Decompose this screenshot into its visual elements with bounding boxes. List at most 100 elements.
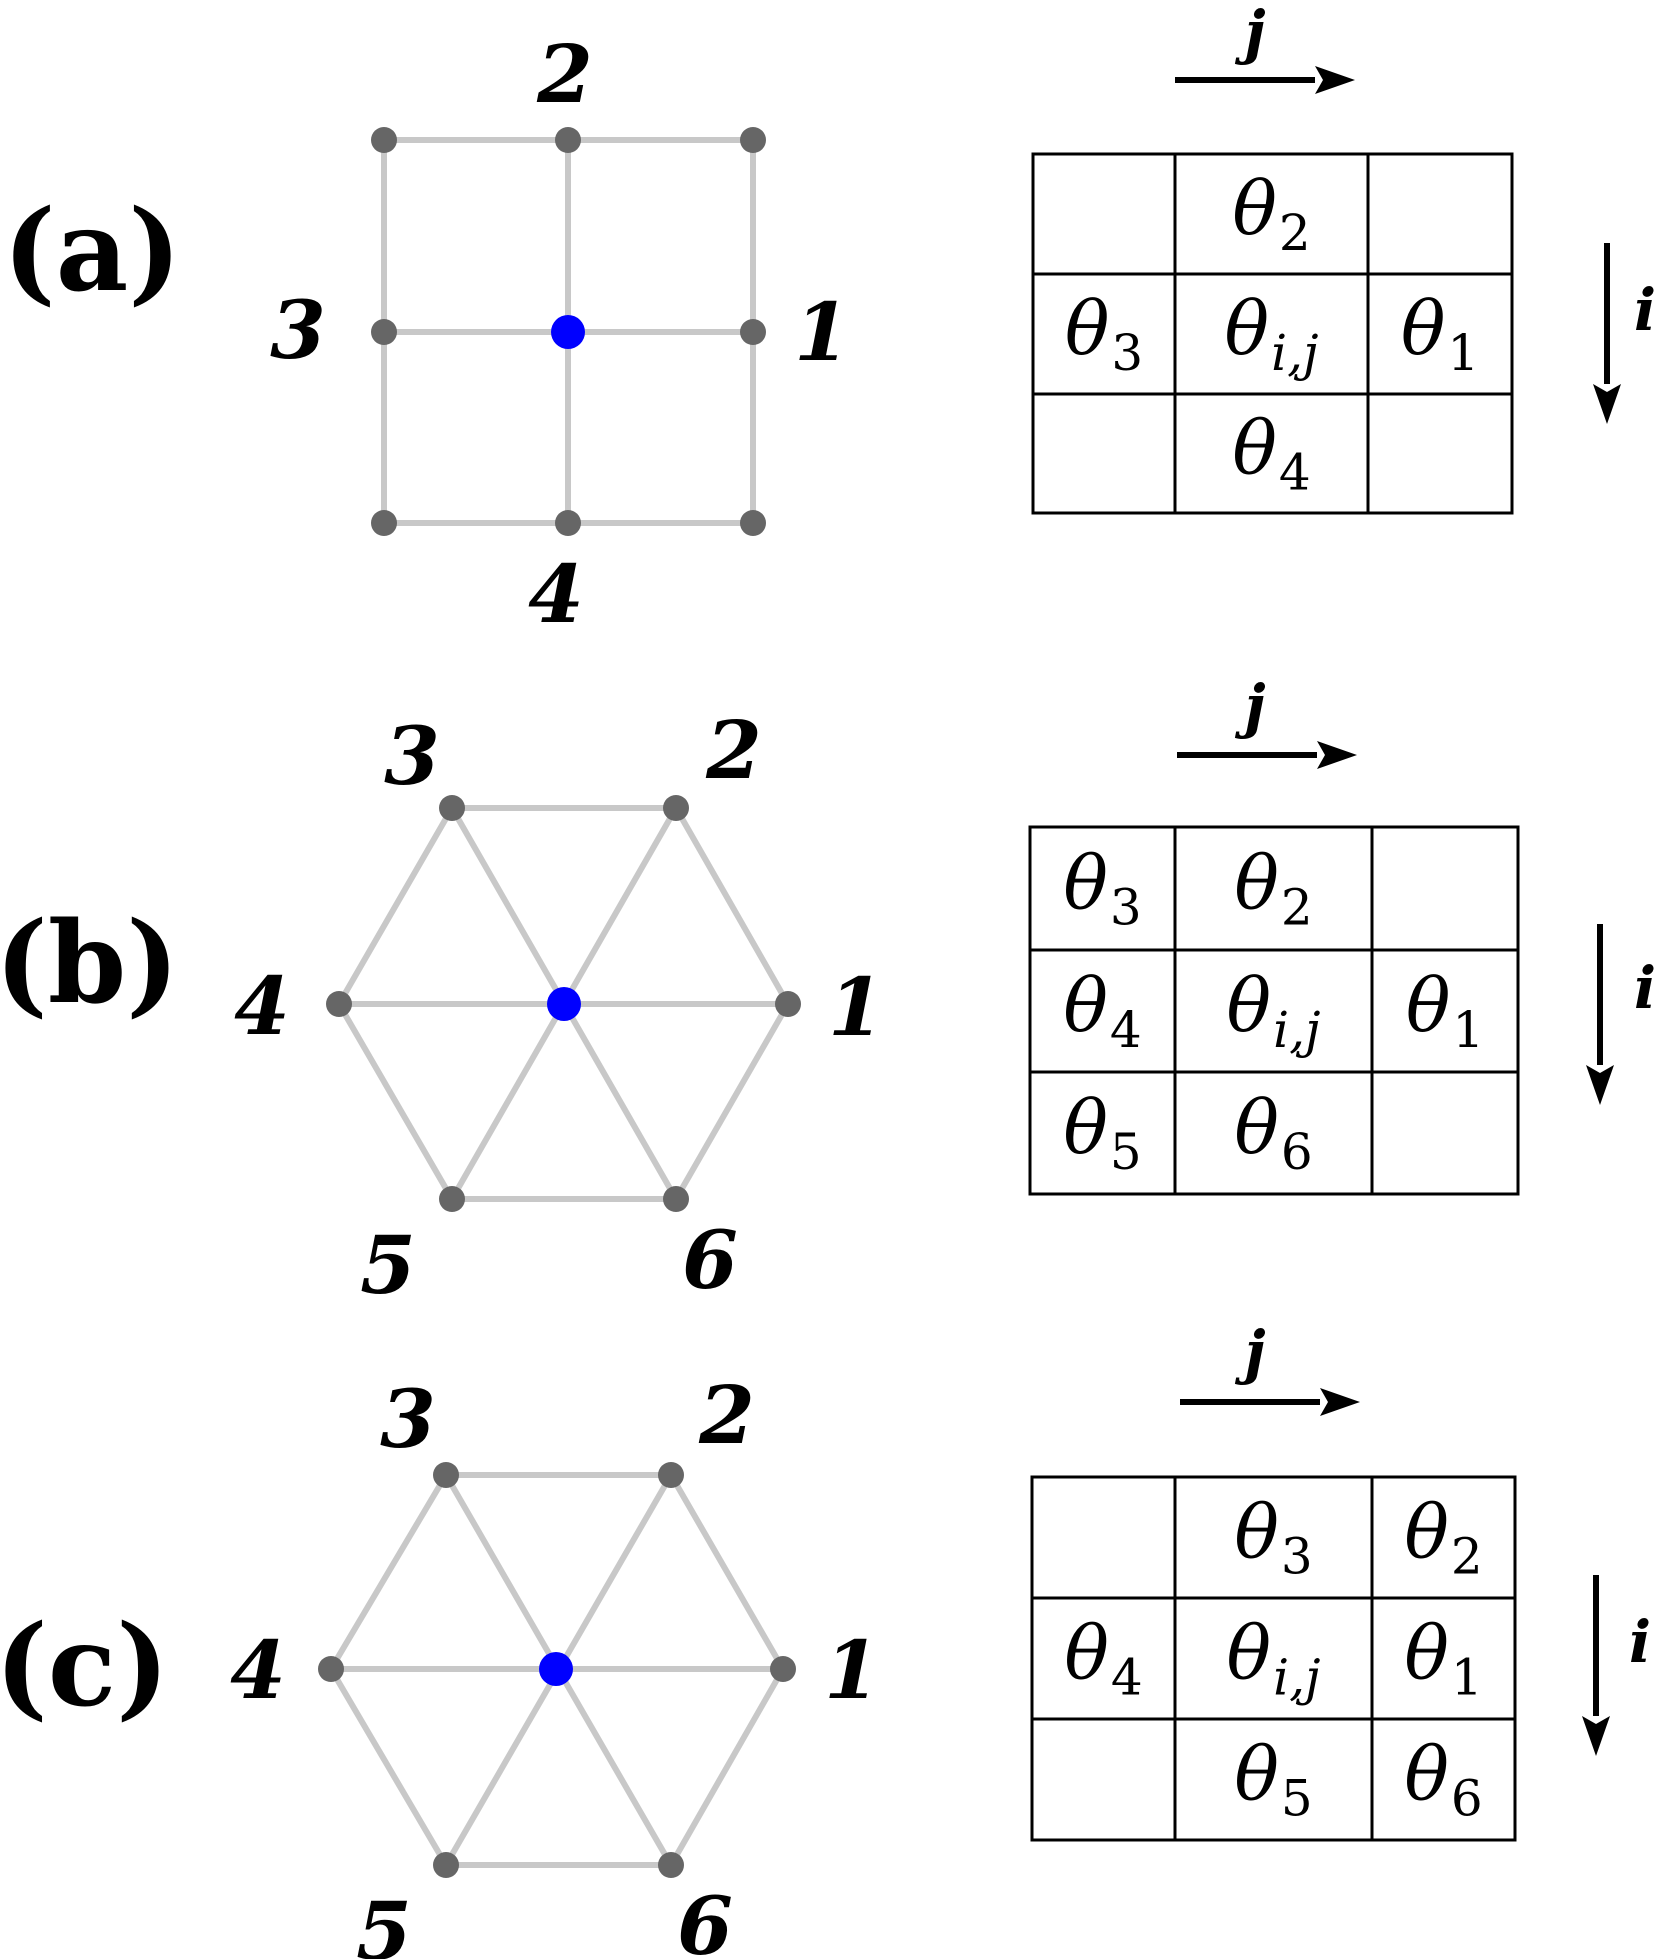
j-label: j: [1235, 672, 1266, 740]
theta-label: θ2: [1404, 1490, 1482, 1586]
neighbor-label-2: 2: [536, 27, 593, 121]
lattice-node: [740, 510, 766, 536]
theta-label: θ5: [1063, 1085, 1141, 1181]
stencil-grid: θ2 θ3 θi,j θ1 θ4: [1031, 152, 1514, 515]
lattice: 1 2 3 4 5 6: [234, 703, 884, 1312]
neighbor-label-3: 3: [384, 709, 440, 803]
neighbor-label-2: 2: [705, 703, 762, 797]
i-label: i: [1634, 276, 1656, 344]
lattice-edge: [336, 1002, 455, 1201]
stencil-grid: θ3 θ2 θ4 θi,j θ1 θ5 θ6: [1028, 825, 1520, 1196]
center-node: [551, 315, 585, 349]
theta-label: θ5: [1234, 1732, 1312, 1828]
lattice: 1 2 3 4: [270, 27, 850, 641]
lattice-edge: [668, 1667, 786, 1867]
panel-a: (a) 1 2 3 4 j i θ2 θ3 θi,j θ1 θ4: [3, 0, 1656, 641]
lattice-node: [663, 795, 689, 821]
lattice-node: [770, 1656, 796, 1682]
lattice-node: [740, 319, 766, 345]
arrow-head: [1586, 1065, 1614, 1105]
lattice-node: [663, 1186, 689, 1212]
lattice-node: [371, 510, 397, 536]
theta-label: θ2: [1234, 841, 1312, 937]
theta-label: θ3: [1063, 841, 1141, 937]
lattice-node: [433, 1462, 459, 1488]
lattice-node: [658, 1852, 684, 1878]
panel-b: (b) 1 2 3 4 5 6 j i θ3 θ2 θ4 θi,j θ1 θ5 θ6: [0, 672, 1656, 1312]
center-node: [539, 1652, 573, 1686]
theta-label: θ1: [1404, 1611, 1482, 1707]
j-arrow: [1175, 66, 1355, 94]
lattice-edge: [673, 1002, 791, 1201]
panel-label: (c): [0, 1601, 169, 1732]
grid-border: [1031, 152, 1514, 515]
theta-label: θi,j: [1225, 286, 1319, 382]
lattice-edge: [328, 1473, 449, 1671]
grid-border: [1030, 1475, 1517, 1842]
neighbor-label-1: 1: [794, 285, 850, 379]
neighbor-label-6: 6: [682, 1213, 738, 1307]
i-label: i: [1629, 1608, 1651, 1676]
stencil-grid: θ3 θ2 θ4 θi,j θ1 θ5 θ6: [1030, 1475, 1517, 1842]
i-label: i: [1634, 954, 1656, 1022]
neighbor-label-4: 4: [234, 959, 290, 1053]
j-arrow: [1177, 741, 1357, 769]
arrow-head: [1593, 384, 1621, 424]
neighbor-label-2: 2: [698, 1368, 755, 1462]
neighbor-label-1: 1: [828, 960, 884, 1054]
theta-label: θ3: [1234, 1490, 1312, 1586]
lattice-node: [555, 510, 581, 536]
lattice-edge: [673, 806, 791, 1006]
grid-border: [1028, 825, 1520, 1196]
neighbor-label-3: 3: [380, 1372, 436, 1466]
theta-label: θ1: [1401, 286, 1479, 382]
lattice-node: [555, 127, 581, 153]
i-arrow: [1593, 243, 1621, 424]
j-arrow: [1180, 1388, 1360, 1416]
theta-label: θ4: [1232, 406, 1310, 502]
theta-label: θ6: [1404, 1732, 1482, 1828]
center-node: [547, 987, 581, 1021]
lattice-node: [439, 795, 465, 821]
lattice-edge: [336, 806, 455, 1006]
neighbor-label-5: 5: [356, 1884, 412, 1959]
lattice: 1 2 3 4 5 6: [230, 1368, 880, 1959]
lattice-node: [775, 991, 801, 1017]
panel-label: (a): [3, 186, 182, 317]
lattice-node: [371, 127, 397, 153]
lattice-node: [658, 1462, 684, 1488]
lattice-node: [740, 127, 766, 153]
lattice-edge: [328, 1667, 449, 1867]
arrow-head: [1582, 1716, 1610, 1756]
theta-label: θ1: [1406, 963, 1484, 1059]
theta-label: θ4: [1064, 1611, 1142, 1707]
theta-label: θi,j: [1227, 1611, 1321, 1707]
arrow-head: [1317, 741, 1357, 769]
lattice-node: [371, 319, 397, 345]
neighbor-label-6: 6: [677, 1879, 733, 1959]
panel-label: (b): [0, 898, 179, 1029]
j-label: j: [1235, 1318, 1266, 1386]
theta-label: θ6: [1234, 1085, 1312, 1181]
lattice-node: [433, 1852, 459, 1878]
i-arrow: [1582, 1575, 1610, 1756]
panel-c: (c) 1 2 3 4 5 6 j i θ3 θ2 θ4 θi,j θ1 θ5 θ6: [0, 1318, 1651, 1959]
neighbor-label-4: 4: [528, 547, 584, 641]
theta-label: θ4: [1063, 963, 1141, 1059]
lattice-edge: [668, 1473, 786, 1671]
neighbor-label-1: 1: [824, 1623, 880, 1717]
i-arrow: [1586, 924, 1614, 1105]
neighbor-label-5: 5: [360, 1218, 416, 1312]
theta-label: θi,j: [1227, 963, 1321, 1059]
neighbor-label-3: 3: [270, 283, 326, 377]
theta-label: θ3: [1065, 286, 1143, 382]
j-label: j: [1235, 0, 1266, 66]
arrow-head: [1315, 66, 1355, 94]
lattice-node: [318, 1656, 344, 1682]
lattice-node: [326, 991, 352, 1017]
arrow-head: [1320, 1388, 1360, 1416]
neighbor-label-4: 4: [230, 1623, 286, 1717]
lattice-node: [439, 1186, 465, 1212]
theta-label: θ2: [1232, 166, 1310, 262]
